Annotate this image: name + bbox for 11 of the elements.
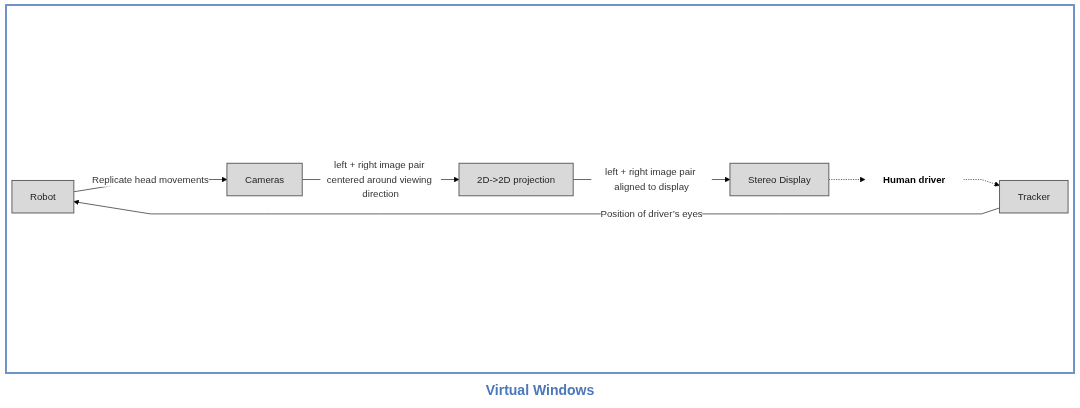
node-box: Robot <box>11 179 75 213</box>
edge-label: Position of driver’s eyes <box>600 207 703 219</box>
edge-label: Replicate head movements <box>91 173 209 184</box>
edge-label: left + right image pair centered around viewing direction <box>326 159 432 199</box>
node-box: Cameras <box>226 162 303 196</box>
node-box: 2D->2D projection <box>458 162 574 196</box>
node-box: Tracker <box>999 179 1069 213</box>
caption: Virtual Windows <box>484 382 596 398</box>
node-box: Stereo Display <box>729 162 830 196</box>
edge-label: left + right image pair aligned to display <box>605 166 696 192</box>
node-text: Human driver <box>883 173 946 184</box>
